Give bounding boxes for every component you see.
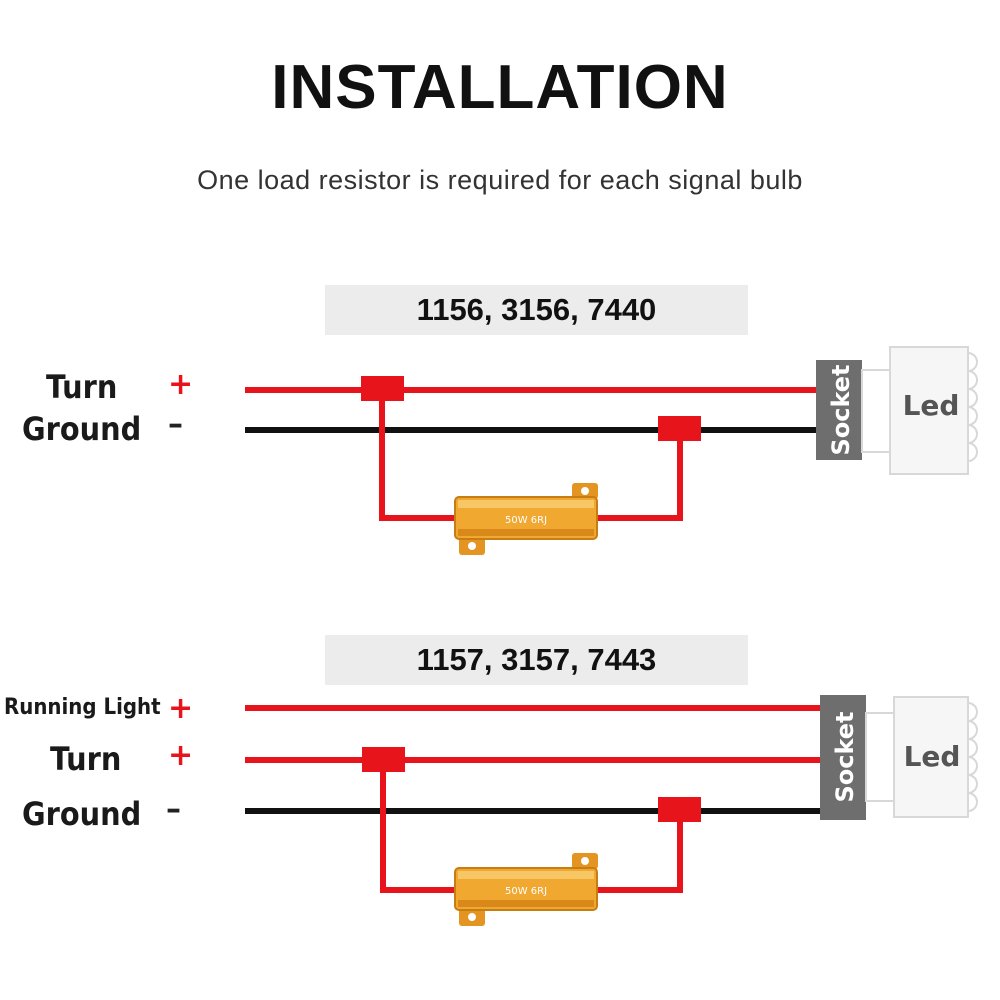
- resistor-lead-positive: [379, 390, 460, 521]
- line-label-turn: Turn: [50, 740, 122, 778]
- line-label-running-light: Running Light: [4, 695, 161, 720]
- wiring-schematic: 50W 6RJ Socket Led: [245, 695, 978, 926]
- positive-sign: +: [168, 367, 194, 402]
- tap-connector-turn: [361, 376, 404, 401]
- wiring-diagram-1: 1156, 3156, 7440 Turn + Ground – 50W 6RJ…: [0, 285, 1000, 615]
- led-label: Led: [904, 740, 961, 773]
- line-label-ground: Ground: [22, 410, 142, 448]
- socket: Socket: [816, 360, 862, 460]
- socket: Socket: [820, 695, 866, 820]
- resistor-lead-ground: [598, 811, 683, 893]
- positive-sign: +: [168, 691, 194, 726]
- bulb-types-label: 1157, 3157, 7443: [325, 635, 748, 685]
- resistor-lead-ground: [596, 430, 683, 521]
- wiring-diagram-2: 1157, 3157, 7443 Running Light + Turn + …: [0, 635, 1000, 965]
- load-resistor: 50W 6RJ: [454, 853, 598, 926]
- load-resistor: 50W 6RJ: [454, 483, 598, 555]
- tap-connector-ground: [658, 416, 701, 441]
- socket-label: Socket: [827, 364, 855, 455]
- line-label-turn: Turn: [46, 368, 118, 406]
- resistor-rating: 50W 6RJ: [505, 886, 547, 897]
- negative-sign: –: [168, 407, 183, 442]
- led-label: Led: [903, 389, 960, 422]
- bulb-types-label: 1156, 3156, 7440: [325, 285, 748, 335]
- page-title: INSTALLATION: [271, 53, 729, 122]
- led-bulb: Led: [865, 696, 978, 818]
- positive-sign: +: [168, 738, 194, 773]
- line-label-ground: Ground: [22, 795, 142, 833]
- resistor-lead-positive: [380, 760, 460, 893]
- tap-connector-turn: [362, 747, 405, 772]
- socket-label: Socket: [831, 711, 859, 802]
- page-subtitle: One load resistor is required for each s…: [197, 165, 803, 195]
- negative-sign: –: [166, 792, 181, 827]
- resistor-rating: 50W 6RJ: [505, 515, 547, 526]
- led-bulb: Led: [861, 346, 978, 475]
- wiring-schematic: 50W 6RJ Socket Led: [245, 346, 978, 555]
- tap-connector-ground: [658, 797, 701, 822]
